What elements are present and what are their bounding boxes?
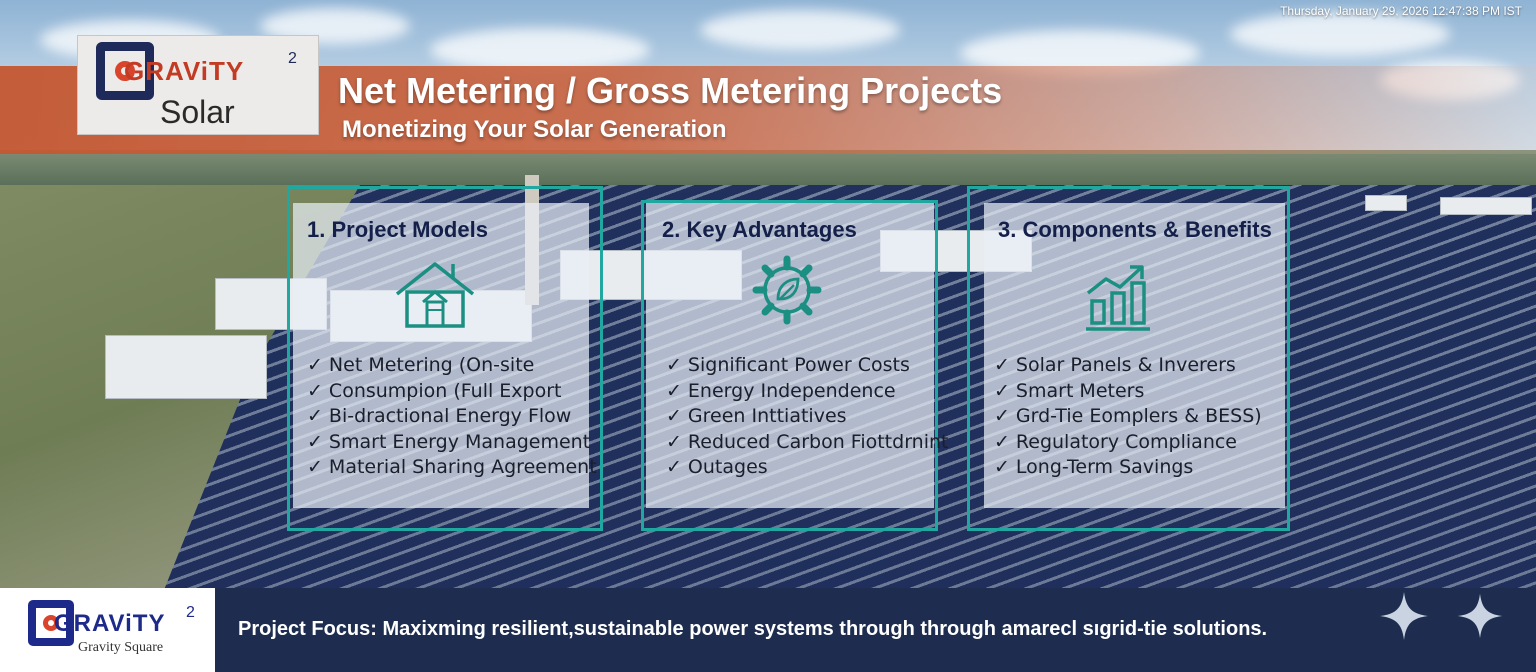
factory-building (1365, 195, 1407, 211)
card-project-models: 1. Project Models ✓Net Metering (On-site… (293, 203, 597, 508)
logo-wordmark: GRAViTY (54, 610, 166, 637)
check-icon: ✓ (307, 405, 323, 427)
list-item: ✓Consumpion (Full Export (307, 379, 562, 402)
footer-logo: GRAViTY 2 Gravity Square (0, 588, 215, 672)
check-icon: ✓ (666, 405, 682, 427)
logo-superscript: 2 (288, 50, 297, 67)
check-icon: ✓ (994, 405, 1010, 427)
brand-logo: GRAViTY 2 Solar (77, 35, 319, 135)
growth-chart-icon (1084, 261, 1154, 337)
list-item: ✓Long-Term Savings (994, 456, 1194, 478)
feature-list: ✓Solar Panels & Inverers ✓Smart Meters ✓… (994, 353, 1262, 481)
card-title: 1. Project Models (307, 217, 488, 242)
check-icon: ✓ (307, 379, 323, 402)
list-item: ✓Material Sharing Agreement (307, 456, 597, 478)
factory-building (1440, 197, 1532, 215)
check-icon: ✓ (994, 379, 1010, 402)
page-title: Net Metering / Gross Metering Projects (338, 70, 1003, 111)
list-item: ✓Energy Independence (666, 379, 896, 402)
list-item: ✓Green Inttiatives (666, 405, 847, 427)
card-frame-components-benefits (967, 186, 1290, 531)
list-item: ✓Regulatory Compliance (994, 430, 1237, 453)
feature-list: ✓Net Metering (On-site ✓Consumpion (Full… (307, 353, 597, 481)
feature-list: ✓Significant Power Costs ✓Energy Indepen… (666, 353, 949, 481)
logo-superscript: 2 (186, 604, 195, 621)
list-item: ✓Bi-dractional Energy Flow (307, 405, 572, 427)
list-item: ✓Outages (666, 456, 768, 478)
house-icon (393, 258, 477, 334)
card-title: 3. Components & Benefits (998, 217, 1272, 242)
check-icon: ✓ (994, 354, 1010, 376)
list-item: ✓Solar Panels & Inverers (994, 354, 1236, 376)
list-item: ✓Smart Energy Management (307, 430, 591, 453)
logo-mark-icon (96, 42, 154, 100)
list-item: ✓Significant Power Costs (666, 354, 910, 376)
list-item: ✓Reduced Carbon Fiottdrnint (666, 430, 949, 453)
card-frame-project-models (287, 186, 603, 531)
list-item: ✓Grd-Tie Eomplers & BESS) (994, 405, 1262, 427)
footer-bar: GRAViTY 2 Gravity Square Project Focus: … (0, 588, 1536, 672)
check-icon: ✓ (666, 456, 682, 478)
card-title: 2. Key Advantages (662, 217, 857, 242)
card-components-benefits: 3. Components & Benefits ✓Solar Panels &… (984, 203, 1285, 508)
check-icon: ✓ (666, 430, 682, 453)
horizon-treeline (0, 150, 1536, 190)
card-key-advantages: 2. Key Advantages ✓Significant Power Cos… (646, 203, 949, 508)
check-icon: ✓ (307, 456, 323, 478)
logo-subtext: Gravity Square (78, 640, 164, 655)
check-icon: ✓ (994, 430, 1010, 453)
check-icon: ✓ (666, 354, 682, 376)
factory-building (105, 335, 267, 399)
check-icon: ✓ (666, 379, 682, 402)
sparkle-icon (1454, 590, 1506, 646)
sparkle-icon (1376, 588, 1432, 648)
page-subtitle: Monetizing Your Solar Generation (342, 116, 727, 143)
logo-subtext: Solar (160, 94, 235, 130)
logo-mark-icon (28, 600, 74, 646)
project-focus-text: Project Focus: Maxixming resilient,susta… (238, 618, 1268, 640)
check-icon: ✓ (307, 354, 323, 376)
card-frame-key-advantages (641, 200, 938, 531)
check-icon: ✓ (994, 456, 1010, 478)
timestamp: Thursday, January 29, 2026 12:47:38 PM I… (1280, 4, 1522, 18)
eco-gear-icon (750, 253, 824, 331)
check-icon: ✓ (307, 430, 323, 453)
list-item: ✓Smart Meters (994, 379, 1145, 402)
logo-wordmark: GRAViTY (124, 56, 245, 86)
list-item: ✓Net Metering (On-site (307, 354, 535, 376)
